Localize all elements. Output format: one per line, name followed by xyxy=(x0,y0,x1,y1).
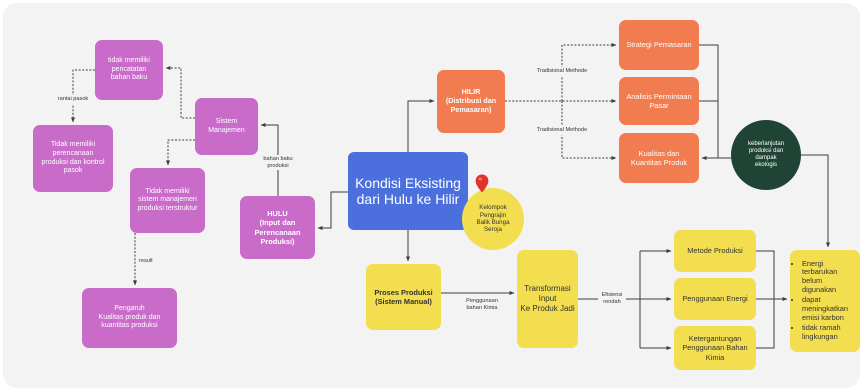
edge-label-traditional-method-bottom: Tradisional Methode xyxy=(534,126,590,135)
node-production-method: Metode Produksi xyxy=(674,230,756,272)
node-no-records-label: tidak memiliki pencatatan bahan baku xyxy=(107,57,150,82)
node-center-title: Kondisi Eksisting dari Hulu ke Hilir xyxy=(355,174,461,207)
node-market-analysis: Analisis Permintaan Pasar xyxy=(619,77,699,125)
node-production-process-label: Proses Produksi (Sistem Manual) xyxy=(374,287,433,306)
node-management-system: Sistem Manajemen xyxy=(195,98,258,155)
node-environmental-impact: Energi terbarukan belum digunakan dapat … xyxy=(790,250,860,352)
connector-center-to-hilir xyxy=(407,98,435,152)
connector-center-to-hulu xyxy=(317,191,348,231)
node-product-quality: Kualitas dan Kuantitas Produk xyxy=(619,133,699,183)
node-community-label: Kelompok Pengrajin Balik Bunga Seroja xyxy=(476,204,510,234)
edge-label-low-efficiency: Efisiensi rendah xyxy=(598,291,626,307)
node-no-structured-system: Tidak memiliki sistem manajemen produksi… xyxy=(130,168,205,233)
connector-hilir-to-quality xyxy=(561,101,617,161)
node-chemical-dependency: Ketergantungan Penggunaan Bahan Kimia xyxy=(674,326,756,370)
connector-hulu-to-management xyxy=(260,122,279,196)
node-management-system-label: Sistem Manajemen xyxy=(208,117,245,134)
edge-label-traditional-method-top: Tradisional Methode xyxy=(534,67,590,76)
node-community: Kelompok Pengrajin Balik Bunga Seroja xyxy=(462,188,524,250)
impact-list: Energi terbarukan belum digunakan dapat … xyxy=(794,259,857,343)
connector-no-records-to-no-planning xyxy=(70,69,95,123)
map-pin-body xyxy=(475,174,489,193)
node-no-structured-system-label: Tidak memiliki sistem manajemen produksi… xyxy=(137,187,198,212)
edge-label-raw-material: bahan baku produksi xyxy=(261,155,295,171)
node-transformation: Transformasi Input Ke Produk Jadi xyxy=(517,250,578,348)
list-item: Energi terbarukan belum digunakan xyxy=(802,259,857,296)
node-no-planning-label: Tidak memiliki perencanaan produksi dan … xyxy=(41,141,105,175)
node-quality-impact: Pengaruh Kualitas produk dan kuantitas p… xyxy=(82,288,177,348)
node-hulu-label: HULU (Input dan Perencanaan Produksi) xyxy=(254,209,301,246)
list-item: dapat meningkatkan emisi karbon xyxy=(802,295,857,323)
edge-label-result: result xyxy=(139,258,153,264)
node-hilir: HILIR (Distribusi dan Pemasaran) xyxy=(437,70,505,133)
node-chemical-dependency-label: Ketergantungan Penggunaan Bahan Kimia xyxy=(682,334,748,362)
node-energy-use: Penggunaan Energi xyxy=(674,278,756,320)
node-transformation-label: Transformasi Input Ke Produk Jadi xyxy=(520,284,575,313)
node-quality-impact-label: Pengaruh Kualitas produk dan kuantitas p… xyxy=(98,305,161,330)
node-energy-use-label: Penggunaan Energi xyxy=(682,294,748,304)
connector-sustainability-to-impact-list xyxy=(801,154,831,248)
node-marketing-strategy-label: Strategi Pemasaran xyxy=(626,40,692,50)
map-pin-highlight xyxy=(478,177,482,181)
node-product-quality-label: Kualitas dan Kuantitas Produk xyxy=(630,148,688,167)
connector-strategy-to-sustainability xyxy=(699,44,719,158)
connector-management-to-no-records xyxy=(165,65,195,119)
node-hilir-label: HILIR (Distribusi dan Pemasaran) xyxy=(445,87,497,114)
node-center: Kondisi Eksisting dari Hulu ke Hilir xyxy=(348,152,468,230)
node-market-analysis-label: Analisis Permintaan Pasar xyxy=(626,91,692,110)
map-pin-icon xyxy=(475,174,489,193)
list-item: tidak ramah lingkungan xyxy=(802,323,857,342)
node-marketing-strategy: Strategi Pemasaran xyxy=(619,20,699,70)
node-sustainability: keberlanjutan produksi dan dampak ekolog… xyxy=(731,120,801,190)
connector-hilir-to-strategy xyxy=(561,42,617,101)
node-no-records: tidak memiliki pencatatan bahan baku xyxy=(95,40,163,100)
node-production-process: Proses Produksi (Sistem Manual) xyxy=(366,264,441,330)
edge-label-chemical-use: Penggunaan bahan Kimia xyxy=(466,298,498,311)
edge-label-supply-chain: rantai pasok xyxy=(56,95,90,104)
node-no-planning: Tidak memiliki perencanaan produksi dan … xyxy=(33,125,113,192)
node-production-method-label: Metode Produksi xyxy=(687,246,743,256)
node-hulu: HULU (Input dan Perencanaan Produksi) xyxy=(240,196,315,259)
node-sustainability-label: keberlanjutan produksi dan dampak ekolog… xyxy=(747,140,785,169)
connector-management-to-no-system xyxy=(165,139,195,166)
